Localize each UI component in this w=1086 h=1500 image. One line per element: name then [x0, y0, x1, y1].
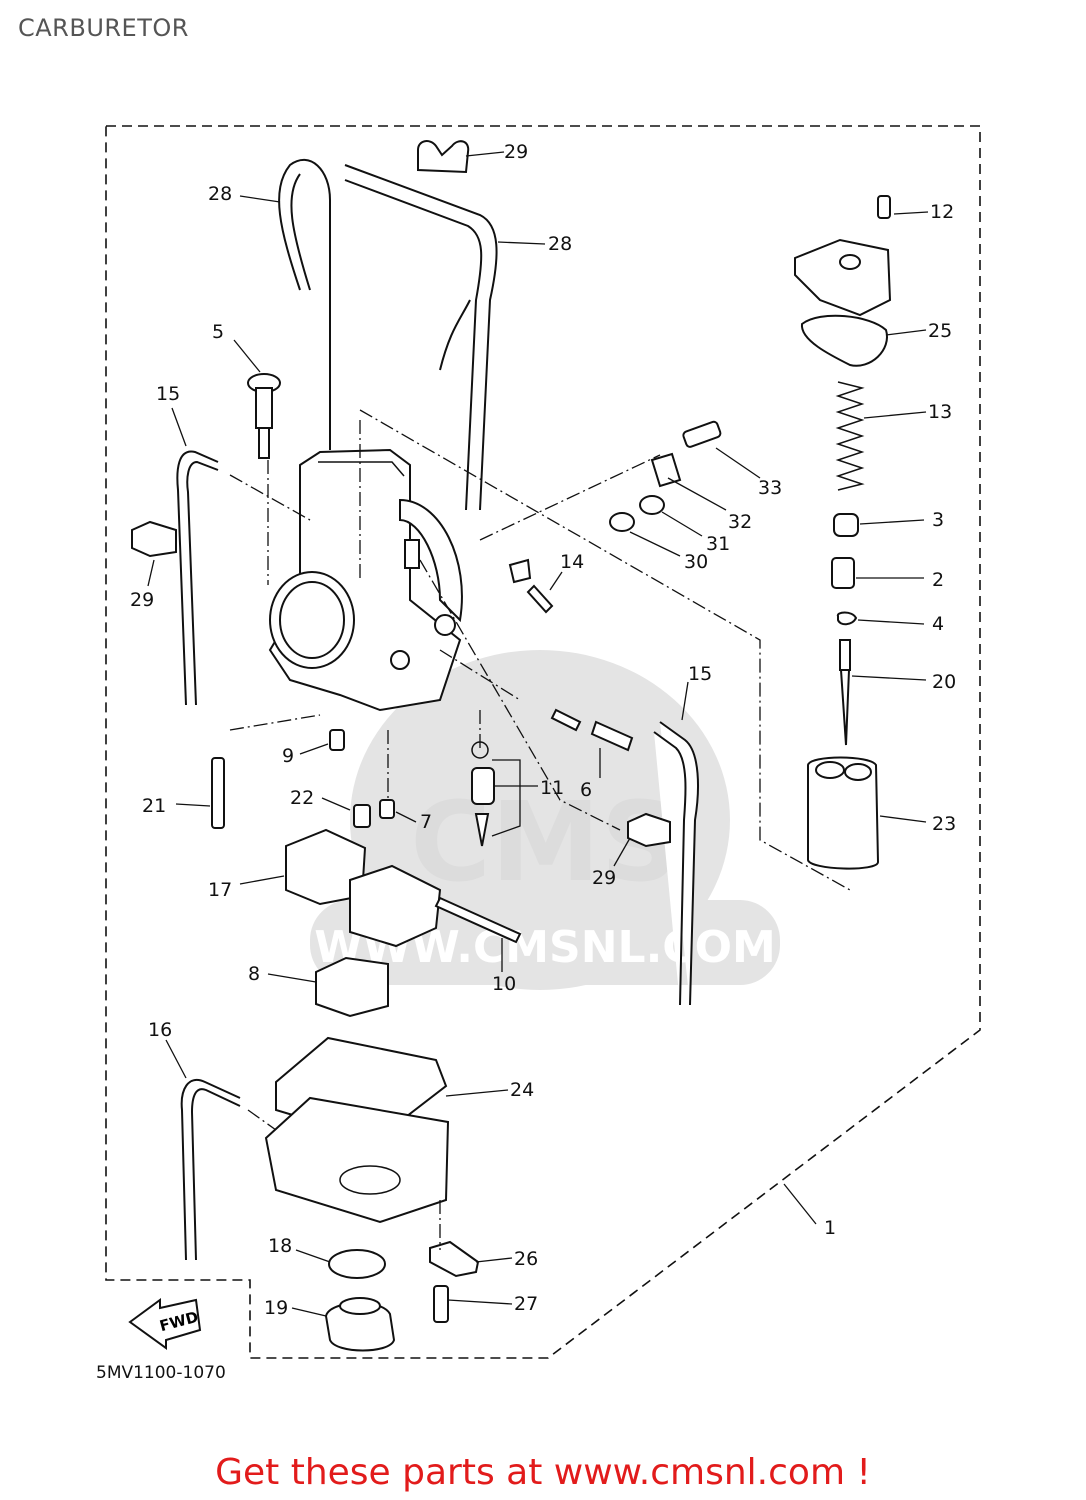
callout-12: 12	[930, 201, 954, 223]
o-ring-18	[328, 1249, 386, 1279]
screw-7	[379, 799, 395, 819]
callout-labels: 1 2 3 4 5 6 7 8 9 10 11 12 13 14 15 15 1…	[130, 141, 956, 1319]
callout-18: 18	[268, 1235, 292, 1257]
pilot-jet-22	[353, 804, 371, 828]
hose-28-left	[278, 159, 331, 450]
callout-7: 7	[420, 811, 432, 833]
callout-2: 2	[932, 569, 944, 591]
callout-32: 32	[728, 511, 752, 533]
callout-5: 5	[212, 321, 224, 343]
callout-25: 25	[928, 320, 952, 342]
carburetor-body	[268, 448, 463, 712]
callout-13: 13	[928, 401, 952, 423]
hose-clamp-29-left	[131, 520, 177, 558]
needle-holder-3-2-4	[831, 513, 859, 626]
float-bowl	[264, 1096, 450, 1224]
top-cover-25-12	[794, 195, 892, 367]
callout-29-left: 29	[130, 589, 154, 611]
callout-8: 8	[248, 963, 260, 985]
callout-10: 10	[492, 973, 516, 995]
hose-28-right	[344, 164, 498, 511]
hose-15-right	[653, 721, 699, 1006]
hose-15-left	[176, 450, 219, 706]
callout-27: 27	[514, 1293, 538, 1315]
spring-13	[835, 381, 865, 491]
footer-parts-link[interactable]: Get these parts at www.cmsnl.com !	[215, 1452, 871, 1493]
drain-plug-19	[324, 1297, 396, 1352]
choke-plunger-5	[247, 373, 281, 459]
callout-21: 21	[142, 795, 166, 817]
baffle-8	[315, 956, 389, 1018]
callout-30: 30	[684, 551, 708, 573]
jet-needle-20	[839, 639, 851, 746]
fwd-arrow-icon: FWD	[128, 1298, 202, 1350]
page-title: CARBURETOR	[18, 14, 189, 42]
callout-1: 1	[824, 1217, 836, 1239]
callout-23: 23	[932, 813, 956, 835]
air-screw-14	[508, 558, 554, 614]
callout-11: 11	[540, 777, 564, 799]
needle-valve-11	[471, 741, 495, 847]
idle-screw-6	[550, 708, 634, 752]
callout-15-left: 15	[156, 383, 180, 405]
callout-31: 31	[706, 533, 730, 555]
callout-29-right: 29	[592, 867, 616, 889]
callout-20: 20	[932, 671, 956, 693]
screw-27	[433, 1285, 449, 1323]
screw-9	[329, 729, 345, 751]
callout-26: 26	[514, 1248, 538, 1270]
callout-4: 4	[932, 613, 944, 635]
throttle-valve-23	[807, 756, 880, 870]
drawing-code: 5MV1100-1070	[96, 1363, 226, 1383]
callout-16: 16	[148, 1019, 172, 1041]
starter-jet-21	[211, 757, 225, 829]
hose-clamp-29-right	[627, 812, 671, 848]
center-lines	[229, 409, 851, 1250]
callout-33: 33	[758, 477, 782, 499]
callout-6: 6	[580, 779, 592, 801]
callout-22: 22	[290, 787, 314, 809]
leader-lines	[147, 151, 929, 1317]
callout-29-top: 29	[504, 141, 528, 163]
plate-26	[429, 1240, 480, 1278]
callout-17: 17	[208, 879, 232, 901]
exploded-parts-diagram: CMS WWW.CMSNL.COM	[96, 125, 981, 1383]
hose-clamp-29-top	[417, 140, 470, 174]
callout-9: 9	[282, 745, 294, 767]
hose-16	[180, 1079, 241, 1261]
callout-24: 24	[510, 1079, 534, 1101]
callout-14: 14	[560, 551, 584, 573]
screw-assembly-30-33	[609, 420, 722, 532]
float-pin-10	[434, 896, 522, 944]
callout-19: 19	[264, 1297, 288, 1319]
assembly-boundary	[105, 125, 981, 1359]
callout-3: 3	[932, 509, 944, 531]
float-17	[285, 828, 442, 948]
callout-15-right: 15	[688, 663, 712, 685]
callout-28-right: 28	[548, 233, 572, 255]
callout-28-left: 28	[208, 183, 232, 205]
